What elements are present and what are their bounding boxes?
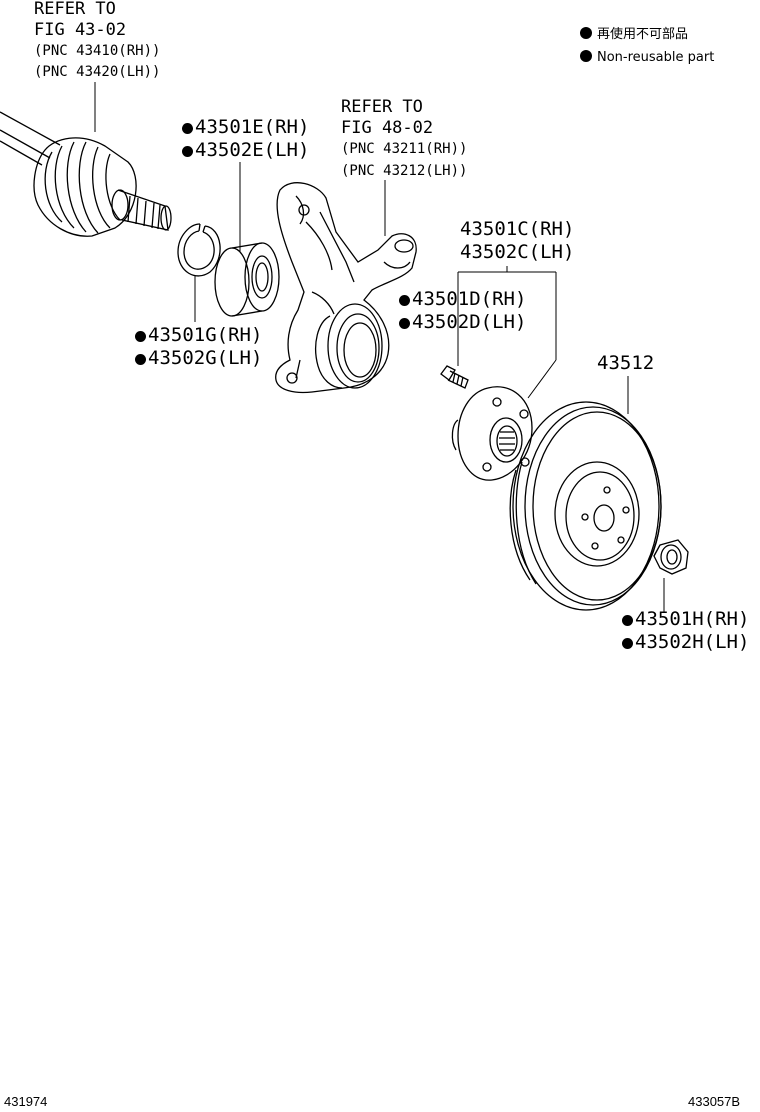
hub-nut <box>654 540 688 574</box>
drive-shaft <box>0 112 171 236</box>
non-reusable-dot-icon <box>399 295 410 306</box>
drive-shaft-ref-line3: (PNC 43410(RH)) <box>34 43 161 59</box>
snap-ring-rh-label: 43501G(RH) <box>135 326 262 345</box>
knuckle-ref-line3: (PNC 43211(RH)) <box>341 141 468 157</box>
knuckle-ref-line2: FIG 48-02 <box>341 118 434 138</box>
hub-bearing <box>215 243 279 316</box>
hub-bolt-lh-label: 43502D(LH) <box>399 313 526 332</box>
non-reusable-dot-icon <box>182 146 193 157</box>
hub-nut-lh-label: 43502H(LH) <box>622 633 749 652</box>
hub-lh-label: 43502C(LH) <box>460 241 575 263</box>
hub-bolt-rh-label: 43501D(RH) <box>399 290 526 309</box>
legend-item-english: Non-reusable part <box>580 50 714 64</box>
axle-hub <box>452 387 532 480</box>
non-reusable-dot-icon <box>182 123 193 134</box>
knuckle-ref-line4: (PNC 43212(LH)) <box>341 163 468 179</box>
snap-ring-lh-label: 43502G(LH) <box>135 349 262 368</box>
bearing-lh-label: 43502E(LH) <box>182 141 309 160</box>
non-reusable-dot-icon <box>399 318 410 329</box>
snap-ring <box>178 224 220 276</box>
knuckle-ref-line1: REFER TO <box>341 97 423 117</box>
steering-knuckle <box>276 183 417 393</box>
brake-disc <box>510 402 661 610</box>
filled-circle-icon <box>580 27 592 39</box>
hub-nut-rh-label: 43501H(RH) <box>622 610 749 629</box>
non-reusable-dot-icon <box>135 354 146 365</box>
footer-right-code: 433057B <box>688 1094 741 1109</box>
drive-shaft-ref-line1: REFER TO <box>34 0 116 19</box>
leader-lines <box>95 82 664 612</box>
hub-bolt <box>441 366 468 388</box>
drive-shaft-ref-line2: FIG 43-02 <box>34 20 127 40</box>
drive-shaft-ref-line4: (PNC 43420(LH)) <box>34 64 161 80</box>
filled-circle-icon <box>580 50 592 62</box>
non-reusable-dot-icon <box>135 331 146 342</box>
hub-rh-label: 43501C(RH) <box>460 218 575 240</box>
legend-item-japanese: 再使用不可部品 <box>580 27 688 41</box>
non-reusable-dot-icon <box>622 638 633 649</box>
disc-part-label: 43512 <box>597 352 655 374</box>
footer-left-code: 431974 <box>4 1094 48 1109</box>
non-reusable-dot-icon <box>622 615 633 626</box>
bearing-rh-label: 43501E(RH) <box>182 118 309 137</box>
